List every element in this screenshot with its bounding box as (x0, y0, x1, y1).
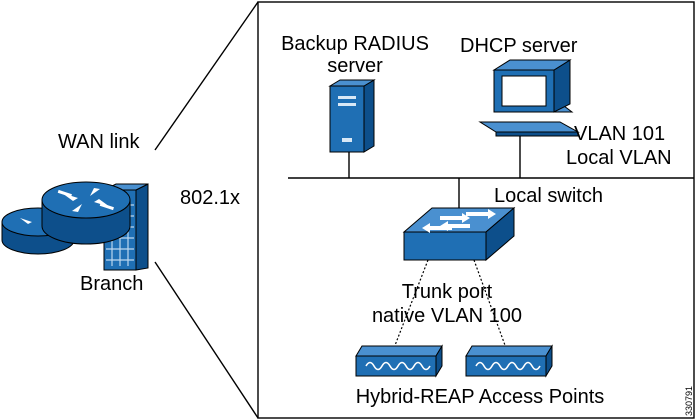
backup-radius-label-line1: Backup RADIUS (281, 33, 429, 55)
server-icon (328, 79, 376, 153)
vlan101-label-line1: VLAN 101 (574, 123, 665, 145)
dot1x-label: 802.1x (180, 187, 240, 209)
trunk-port-label-line2: native VLAN 100 (372, 305, 522, 327)
local-switch-label: Local switch (494, 185, 603, 207)
figure-id: 330791 (684, 386, 694, 416)
router-icon (41, 181, 131, 245)
vlan101-label-line2: Local VLAN (566, 147, 672, 169)
callout-line-top (154, 1, 259, 151)
switch-icon (402, 206, 516, 262)
callout-line-bottom (154, 261, 259, 419)
dhcp-server-label: DHCP server (460, 35, 578, 57)
branch-label: Branch (80, 273, 143, 295)
backup-radius-label-line2: server (327, 55, 383, 77)
local-site-panel (257, 1, 695, 419)
trunk-link-left (393, 259, 429, 349)
access-point-icon (465, 344, 553, 378)
access-point-icon (355, 344, 443, 378)
workstation-icon (478, 59, 580, 137)
trunk-port-label-line1: Trunk port (402, 281, 493, 303)
trunk-link-right (473, 259, 507, 349)
wan-link-label: WAN link (58, 131, 140, 153)
access-points-label: Hybrid-REAP Access Points (356, 386, 605, 408)
